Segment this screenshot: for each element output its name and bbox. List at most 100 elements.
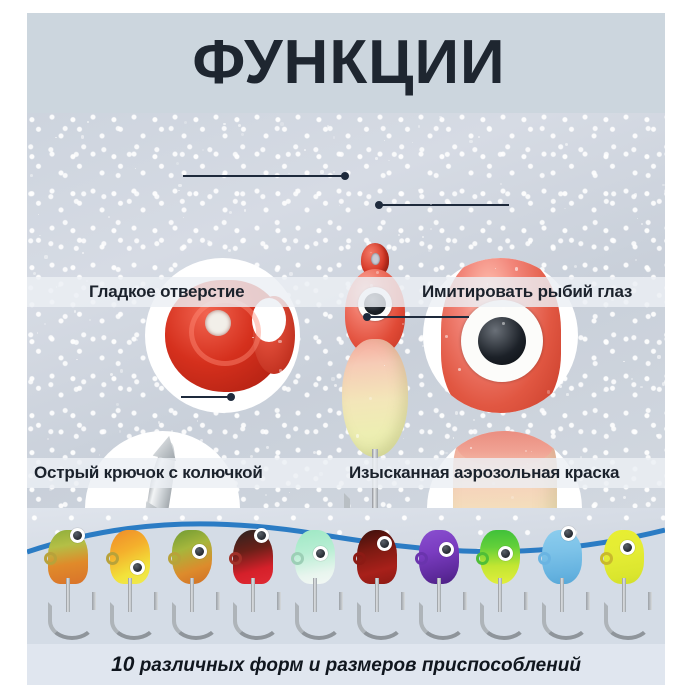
- ice-speck: [282, 166, 285, 170]
- ice-speck: [43, 322, 46, 325]
- lure-hook-shank: [436, 578, 441, 612]
- lure-hook-bend: [542, 592, 591, 640]
- lure-head: [538, 526, 583, 584]
- ice-speck: [223, 123, 226, 126]
- lure-hook-shank: [189, 578, 194, 612]
- ice-speck: [108, 215, 111, 218]
- lure-eye-icon: [498, 546, 514, 561]
- ice-speck: [439, 115, 442, 118]
- ice-speck: [264, 493, 267, 496]
- ice-speck: [266, 446, 269, 449]
- lure-hook-shank: [66, 578, 70, 612]
- ice-speck: [82, 252, 85, 255]
- feature-label-fish-eye: Имитировать рыбий глаз: [422, 282, 633, 301]
- lure-head: [44, 528, 88, 584]
- ice-speck: [565, 143, 569, 147]
- ice-speck: [383, 139, 386, 142]
- ice-speck: [256, 154, 258, 156]
- ice-speck: [468, 139, 473, 144]
- ice-speck: [375, 157, 378, 160]
- lure-eyelet-icon: [105, 552, 119, 565]
- lure-body: [342, 339, 408, 457]
- ice-speck: [333, 136, 336, 139]
- lure-eye-pupil: [73, 531, 82, 540]
- lure-eyelet-icon: [352, 552, 366, 565]
- lure-eyelet-icon: [476, 552, 490, 565]
- lure-hook-bend: [48, 592, 96, 640]
- connector-dot-spray-paint: [363, 313, 371, 321]
- lure-eyelet-icon: [167, 552, 181, 565]
- ice-speck: [55, 136, 57, 139]
- ice-speck: [421, 235, 425, 239]
- lure-eye-pupil: [257, 531, 267, 540]
- connector-line-spray-paint: [367, 316, 469, 318]
- lure-eye-icon: [376, 536, 392, 551]
- lure-hook-shank: [374, 578, 379, 612]
- connector-dot-fish-eye: [375, 201, 383, 209]
- feature-label-sharp-hook: Острый крючок с колючкой: [34, 463, 263, 482]
- lure-green-orange-leaf: [165, 522, 220, 650]
- lure-yellow-tiger: [103, 522, 158, 650]
- ice-speck: [339, 204, 341, 207]
- lure-eye-icon: [129, 560, 145, 575]
- connector-line-fish-eye: [379, 204, 509, 206]
- ice-speck: [622, 496, 627, 500]
- ice-speck: [460, 151, 463, 154]
- connector-dot-sharp-hook: [227, 393, 235, 401]
- lure-eye-icon: [561, 526, 577, 541]
- ice-speck: [183, 217, 185, 219]
- ice-speck: [47, 437, 50, 440]
- lure-eye-pupil: [501, 549, 511, 558]
- lure-hook-bend: [356, 592, 405, 640]
- ice-speck: [662, 184, 665, 187]
- ice-speck: [136, 338, 139, 342]
- lure-head: [229, 528, 274, 584]
- ice-speck: [477, 135, 481, 139]
- lure-red-black-minnow: [226, 522, 282, 650]
- ice-speck: [320, 170, 324, 174]
- ice-speck: [178, 183, 182, 187]
- lure-eye-pupil: [194, 547, 204, 556]
- ice-speck: [430, 228, 432, 230]
- ice-speck: [634, 258, 638, 261]
- lure-eye-pupil: [441, 545, 451, 554]
- ice-speck: [227, 249, 231, 253]
- lure-purple-glitter: [412, 522, 467, 650]
- lure-eye-icon: [191, 544, 207, 559]
- lure-eye-icon: [254, 528, 270, 543]
- lure-green-orange-perch: [41, 522, 96, 650]
- ice-speck: [304, 149, 306, 151]
- lure-eye-icon: [70, 528, 85, 543]
- features-photo-area: [27, 113, 665, 508]
- lure-yellow-red-eye: [597, 522, 652, 650]
- ice-speck: [183, 120, 187, 124]
- eye-pupil: [478, 317, 526, 365]
- ice-speck: [89, 318, 92, 321]
- lure-count-number: 10: [111, 652, 135, 676]
- ice-speck: [87, 121, 90, 124]
- lure-hook-bend: [171, 592, 220, 640]
- ice-speck: [175, 162, 179, 166]
- ice-speck: [76, 358, 78, 361]
- lure-eyelet-icon: [44, 552, 57, 565]
- lure-head: [352, 530, 397, 584]
- ice-speck: [563, 207, 566, 210]
- ice-speck: [73, 155, 76, 158]
- lure-light-blue: [535, 522, 591, 650]
- ice-speck: [280, 122, 284, 126]
- lure-head: [414, 530, 459, 584]
- lure-eyelet-icon: [229, 552, 243, 565]
- ice-speck: [388, 159, 390, 162]
- lure-eye-pupil: [379, 539, 389, 548]
- lure-hook-shank: [313, 578, 318, 612]
- connector-line-smooth-hole: [183, 175, 345, 177]
- ice-speck: [157, 420, 161, 424]
- ice-speck: [411, 141, 414, 143]
- ice-speck: [500, 183, 503, 186]
- ice-speck: [331, 377, 335, 381]
- ice-speck: [32, 271, 36, 275]
- ice-speck: [417, 125, 421, 128]
- ice-speck: [397, 233, 400, 236]
- lure-eye-pupil: [132, 563, 142, 572]
